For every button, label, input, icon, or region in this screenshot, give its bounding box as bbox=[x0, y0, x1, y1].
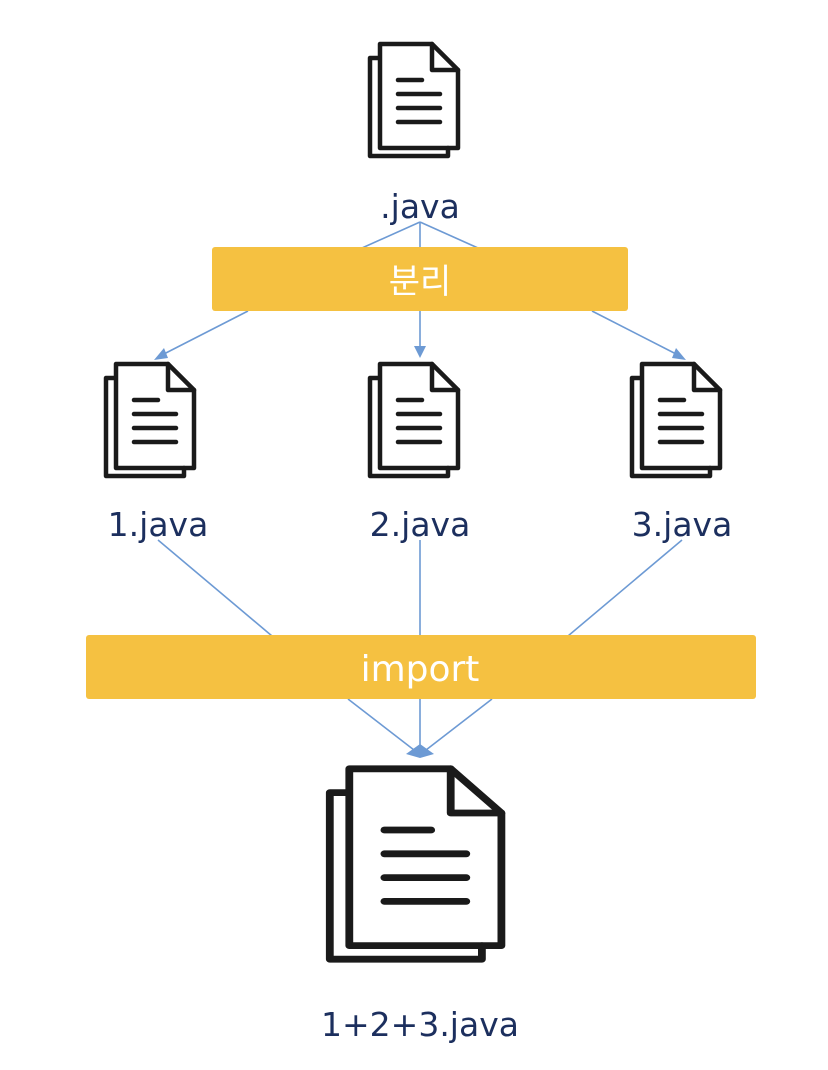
arrow-head-part1 bbox=[154, 348, 168, 360]
connector-source-right bbox=[419, 221, 479, 249]
arrow-heads bbox=[154, 346, 686, 758]
part3-file-label: 3.java bbox=[632, 505, 733, 544]
connector-import-right bbox=[425, 698, 493, 751]
connector-part1-import bbox=[157, 539, 273, 637]
document-stack-icon bbox=[631, 363, 721, 477]
part1-file-label: 1.java bbox=[108, 505, 209, 544]
connector-split-part1 bbox=[159, 310, 249, 357]
document-stack-icon bbox=[369, 43, 459, 157]
split-band-label: 분리 bbox=[389, 262, 452, 302]
connector-source-left bbox=[361, 221, 421, 249]
arrow-head-part3 bbox=[672, 348, 686, 360]
import-band: import bbox=[86, 635, 756, 699]
document-stack-icon bbox=[328, 767, 503, 961]
source-file-label: .java bbox=[380, 187, 460, 226]
arrow-head-part2 bbox=[414, 346, 426, 358]
connector-part3-import bbox=[567, 539, 683, 637]
split-band: 분리 bbox=[212, 247, 628, 311]
import-band-label: import bbox=[361, 649, 480, 690]
document-stack-icon bbox=[369, 363, 459, 477]
part2-file-label: 2.java bbox=[370, 505, 471, 544]
arrow-head-result bbox=[406, 744, 434, 758]
connector-import-left bbox=[347, 698, 415, 751]
document-stack-icon bbox=[105, 363, 195, 477]
result-file-label: 1+2+3.java bbox=[321, 1005, 519, 1044]
connectors bbox=[157, 221, 683, 751]
connector-split-part3 bbox=[591, 310, 681, 357]
